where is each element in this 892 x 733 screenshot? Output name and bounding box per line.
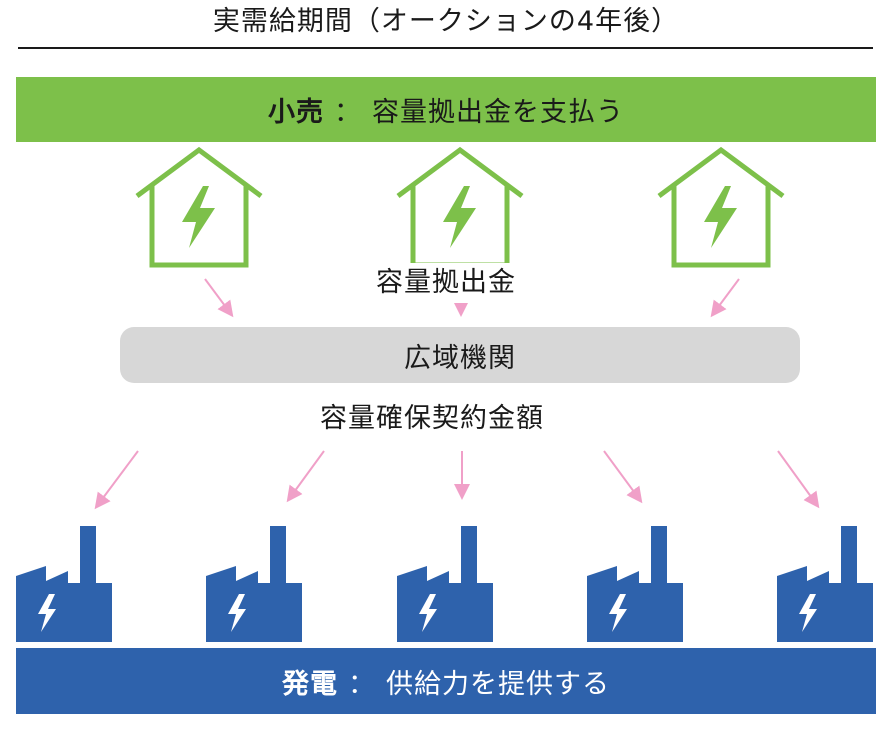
factory-icon: [16, 526, 112, 642]
factory-icon: [777, 526, 873, 642]
retail-description: 容量拠出金を支払う: [372, 97, 624, 128]
lightning-icon: [609, 594, 627, 632]
factory-icon: [587, 526, 683, 642]
title-divider: [18, 47, 873, 49]
generation-separator: ：: [348, 668, 376, 700]
lightning-icon: [419, 594, 437, 632]
capacity-contribution-label: 容量拠出金: [372, 263, 520, 303]
lightning-icon: [228, 594, 246, 632]
lightning-icon: [799, 594, 817, 632]
house-icon: [657, 146, 785, 268]
retail-band: 小売 ： 容量拠出金を支払う: [16, 77, 876, 142]
lightning-icon: [182, 186, 215, 248]
flow-arrow: [204, 278, 234, 318]
agency-box: 広域機関: [120, 327, 800, 383]
factory-icon: [397, 526, 493, 642]
generation-description: 供給力を提供する: [386, 668, 610, 700]
flow-arrow: [94, 450, 139, 510]
generation-label: 発電: [282, 668, 338, 700]
page-title: 実需給期間（オークションの4年後）: [212, 6, 680, 37]
lightning-icon: [443, 186, 476, 248]
retail-separator: ：: [334, 97, 362, 128]
flow-arrow: [710, 278, 740, 318]
retail-label: 小売: [268, 97, 324, 128]
agency-label: 広域機関: [404, 342, 516, 374]
contract-amount-label: 容量確保契約金額: [316, 397, 548, 441]
flow-arrow: [286, 450, 325, 503]
lightning-icon: [704, 186, 737, 248]
flow-arrow: [603, 450, 643, 504]
house-icon: [135, 146, 263, 268]
house-icon: [396, 146, 524, 268]
lightning-icon: [38, 594, 56, 632]
factory-icon: [206, 526, 302, 642]
generation-band: 発電 ： 供給力を提供する: [16, 648, 876, 714]
flow-arrow: [777, 450, 820, 509]
